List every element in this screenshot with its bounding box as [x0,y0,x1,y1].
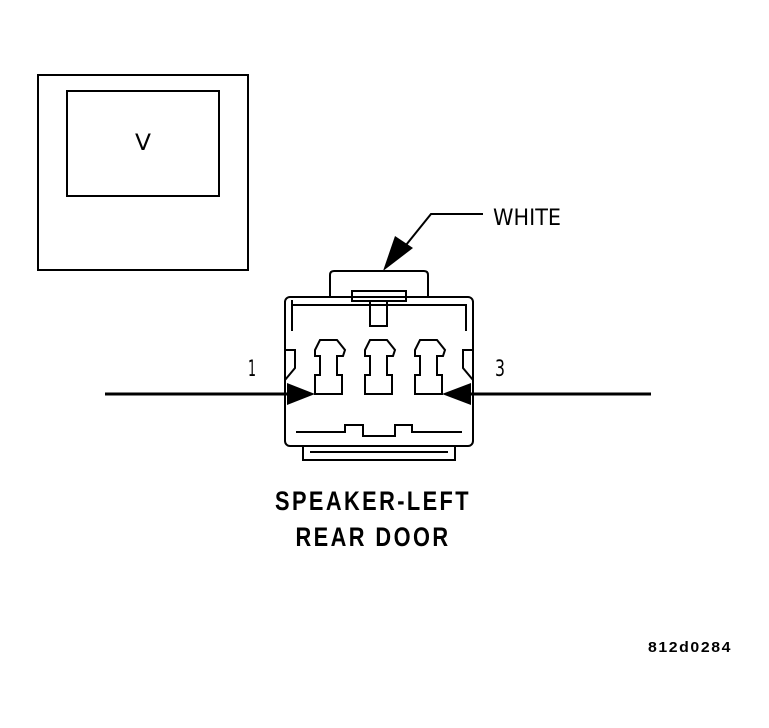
callout-arrowhead [383,236,413,271]
terminal-2 [364,339,397,395]
callout-leader-line [401,213,483,251]
terminals [314,339,447,395]
connector-body [284,270,474,461]
probe-arrow-left [287,383,315,405]
connector-name-line2: REAR DOOR [296,522,451,552]
figure-code: 812d0284 [648,639,732,656]
color-label: WHITE [493,206,561,231]
meter-display-value: V [135,131,151,156]
color-callout: WHITE [383,206,561,271]
latch-key [369,300,388,327]
probe-arrow-right [442,383,471,405]
terminal-1 [314,339,347,395]
pin-label-left: 1 [248,357,256,382]
meter-display [66,90,220,197]
terminal-3 [414,339,447,395]
voltmeter: V [37,74,249,271]
connector-housing [284,296,474,447]
connector-name-line1: SPEAKER-LEFT [275,486,471,516]
connector-skirt [302,445,456,461]
connector-latch [329,270,429,297]
pin-label-right: 3 [495,357,505,382]
